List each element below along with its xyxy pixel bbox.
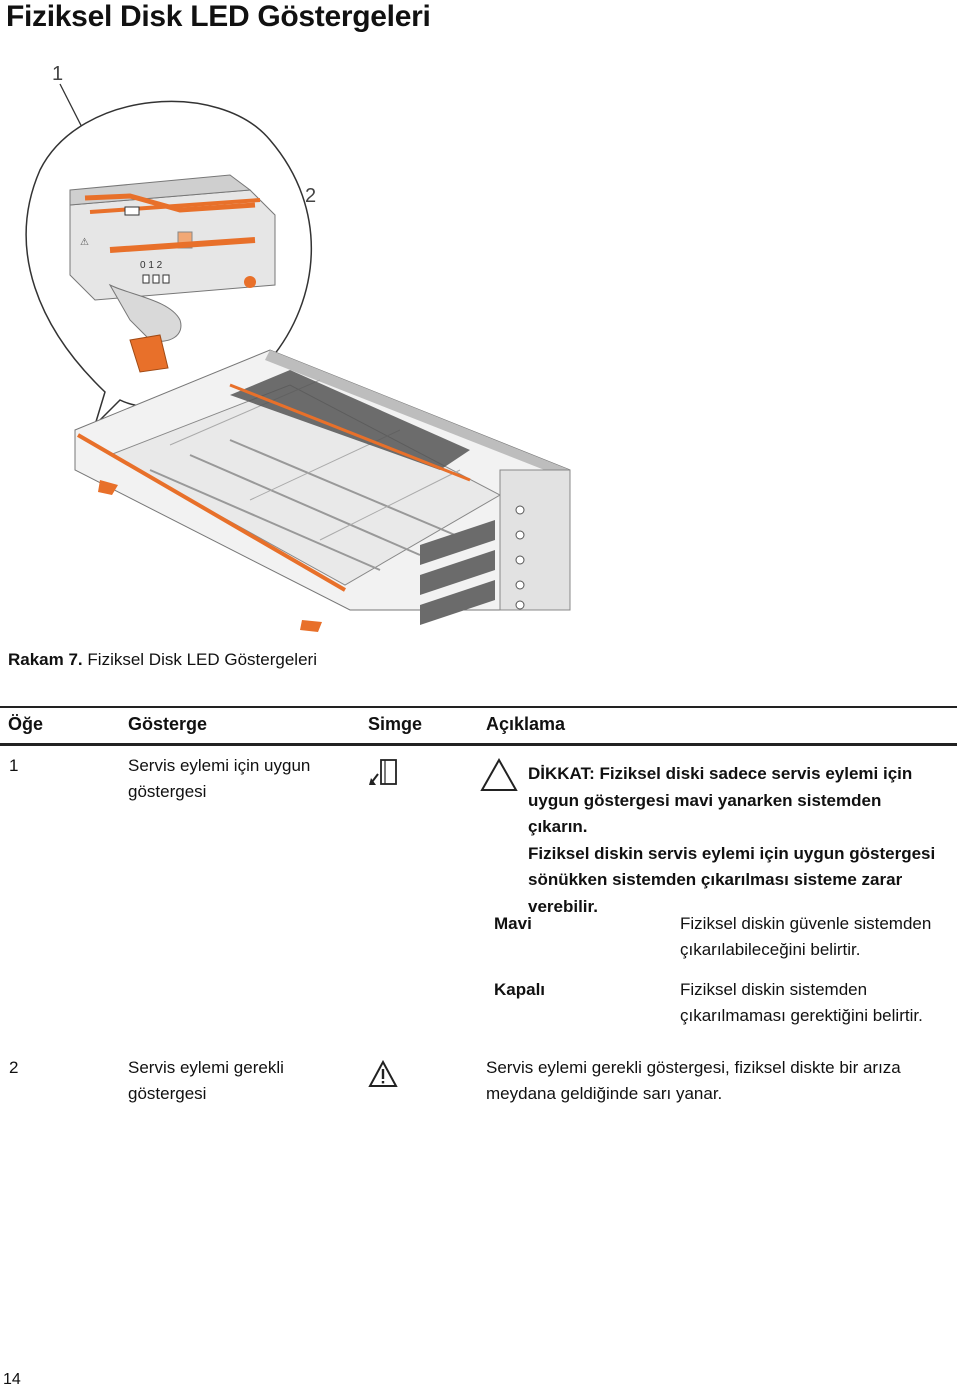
caution-line5: verebilir. bbox=[528, 896, 598, 916]
state-off-desc: Fiziksel diskin sistemden çıkarılmaması … bbox=[680, 977, 923, 1029]
state-off-label: Kapalı bbox=[494, 980, 546, 999]
table-header-rule bbox=[0, 743, 957, 746]
svg-text:0 1 2: 0 1 2 bbox=[140, 260, 163, 271]
caption-label: Rakam 7. bbox=[8, 650, 83, 669]
row2-description: Servis eylemi gerekli göstergesi, fiziks… bbox=[486, 1055, 901, 1107]
state-blue-label: Mavi bbox=[494, 914, 532, 933]
col-header-indicator: Gösterge bbox=[128, 714, 208, 734]
state-blue-desc: Fiziksel diskin güvenle sistemden çıkarı… bbox=[680, 911, 931, 963]
table-top-rule bbox=[0, 706, 957, 708]
state-off-desc-line1: Fiziksel diskin sistemden bbox=[680, 980, 868, 999]
col-header-item: Öğe bbox=[8, 714, 44, 734]
row1-indicator-line2: göstergesi bbox=[128, 782, 207, 801]
warning-triangle-icon bbox=[368, 1060, 398, 1087]
row2-item: 2 bbox=[9, 1058, 19, 1077]
caution-triangle-icon bbox=[480, 757, 518, 791]
service-action-allowed-icon bbox=[369, 759, 397, 785]
state-blue-desc-line2: çıkarılabileceğini belirtir. bbox=[680, 940, 861, 959]
row1-indicator: Servis eylemi için uygun göstergesi bbox=[128, 753, 310, 805]
caution-line3: Fiziksel diskin servis eylemi için uygun… bbox=[528, 843, 936, 863]
row2-indicator-line2: göstergesi bbox=[128, 1084, 207, 1103]
row2-indicator: Servis eylemi gerekli göstergesi bbox=[128, 1055, 284, 1107]
callout-1: 1 bbox=[52, 63, 63, 85]
svg-text:⚠: ⚠ bbox=[80, 237, 89, 248]
state-blue-desc-line1: Fiziksel diskin güvenle sistemden bbox=[680, 914, 932, 933]
caution-line4: sönükken sistemden çıkarılması sisteme z… bbox=[528, 870, 903, 889]
hardware-illustration: 1 2 0 1 2 ⚠ bbox=[25, 63, 571, 632]
zoom-bubble: 0 1 2 ⚠ bbox=[25, 100, 313, 426]
chassis-drawing bbox=[74, 349, 571, 632]
figure-caption: Rakam 7. Fiziksel Disk LED Göstergeleri bbox=[8, 650, 317, 670]
callout-2: 2 bbox=[305, 185, 316, 207]
caution-line2: uygun göstergesi mavi yanarken sistemden… bbox=[528, 790, 882, 837]
col-header-description: Açıklama bbox=[486, 714, 566, 734]
row1-indicator-line1: Servis eylemi için uygun bbox=[128, 756, 311, 775]
row2-desc-line1: Servis eylemi gerekli göstergesi, fiziks… bbox=[486, 1058, 901, 1077]
page-title: Fiziksel Disk LED Göstergeleri bbox=[6, 0, 431, 33]
caption-text: Fiziksel Disk LED Göstergeleri bbox=[87, 650, 317, 669]
row1-item: 1 bbox=[9, 756, 19, 775]
state-off-desc-line2: çıkarılmaması gerektiğini belirtir. bbox=[680, 1006, 923, 1025]
col-header-icon: Simge bbox=[368, 714, 423, 734]
caution-line1: DİKKAT: Fiziksel diski sadece servis eyl… bbox=[528, 764, 913, 783]
row2-indicator-line1: Servis eylemi gerekli bbox=[128, 1058, 284, 1077]
caution-text: DİKKAT: Fiziksel diski sadece servis eyl… bbox=[528, 761, 938, 920]
row2-desc-line2: meydana geldiğinde sarı yanar. bbox=[486, 1084, 723, 1103]
page-number: 14 bbox=[3, 1371, 21, 1388]
